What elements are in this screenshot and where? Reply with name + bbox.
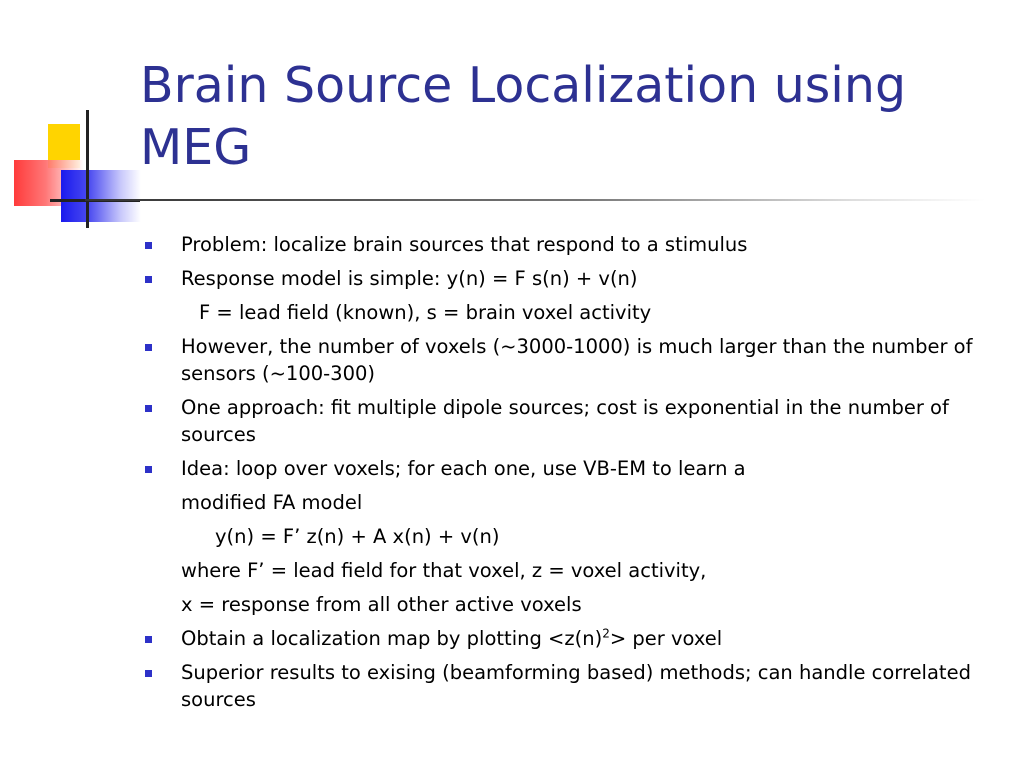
bullet-text: Idea: loop over voxels; for each one, us… [181,457,746,480]
continuation-text: modified FA model [181,491,363,514]
bullet-item: However, the number of voxels (~3000-100… [145,333,1005,387]
equation-text: y(n) = F’ z(n) + A x(n) + v(n) [215,525,500,548]
bullet-text: Obtain a localization map by plotting <z… [181,625,1005,652]
title-line-1: Brain Source Localization using [140,57,907,114]
bullet-square-icon [145,466,152,473]
vertical-line [86,110,89,228]
bullet-text: Response model is simple: y(n) = F s(n) … [181,267,638,290]
continuation-line: F = lead field (known), s = brain voxel … [145,299,1005,326]
bullet-square-icon [145,344,152,351]
bullet-square-icon [145,242,152,249]
bullet-text: Problem: localize brain sources that res… [181,233,748,256]
equation-line: y(n) = F’ z(n) + A x(n) + v(n) [145,523,1005,550]
bullet-square-icon [145,670,152,677]
bullet-text: One approach: fit multiple dipole source… [181,396,949,446]
bullet-text: Superior results to exising (beamforming… [181,661,971,711]
bullet-text-part: > per voxel [609,627,723,650]
superscript-two: 2 [602,626,610,641]
bullet-square-icon [145,276,152,283]
slide-body: Problem: localize brain sources that res… [145,231,1005,713]
bullet-text: However, the number of voxels (~3000-100… [181,335,973,385]
continuation-line: x = response from all other active voxel… [145,591,1005,618]
title-line-2: MEG [140,119,252,176]
bullet-item: Superior results to exising (beamforming… [145,659,1005,713]
slide-title: Brain Source Localization using MEG [140,55,1000,179]
title-underline [85,199,985,201]
bullet-item: Problem: localize brain sources that res… [145,231,1005,258]
continuation-text: where F’ = lead field for that voxel, z … [181,559,707,582]
bullet-square-icon [145,636,152,643]
bullet-item: Obtain a localization map by plotting <z… [145,625,1005,652]
continuation-text: x = response from all other active voxel… [181,593,582,616]
bullet-item: Response model is simple: y(n) = F s(n) … [145,265,1005,292]
bullet-text-part: Obtain a localization map by plotting <z… [181,627,603,650]
continuation-line: where F’ = lead field for that voxel, z … [145,557,1005,584]
corner-decoration [0,0,150,240]
bullet-item: One approach: fit multiple dipole source… [145,394,1005,448]
bullet-item: Idea: loop over voxels; for each one, us… [145,455,1005,482]
blue-gradient-block [61,170,141,222]
bullet-square-icon [145,405,152,412]
continuation-line: modified FA model [145,489,1005,516]
continuation-text: F = lead field (known), s = brain voxel … [199,301,652,324]
